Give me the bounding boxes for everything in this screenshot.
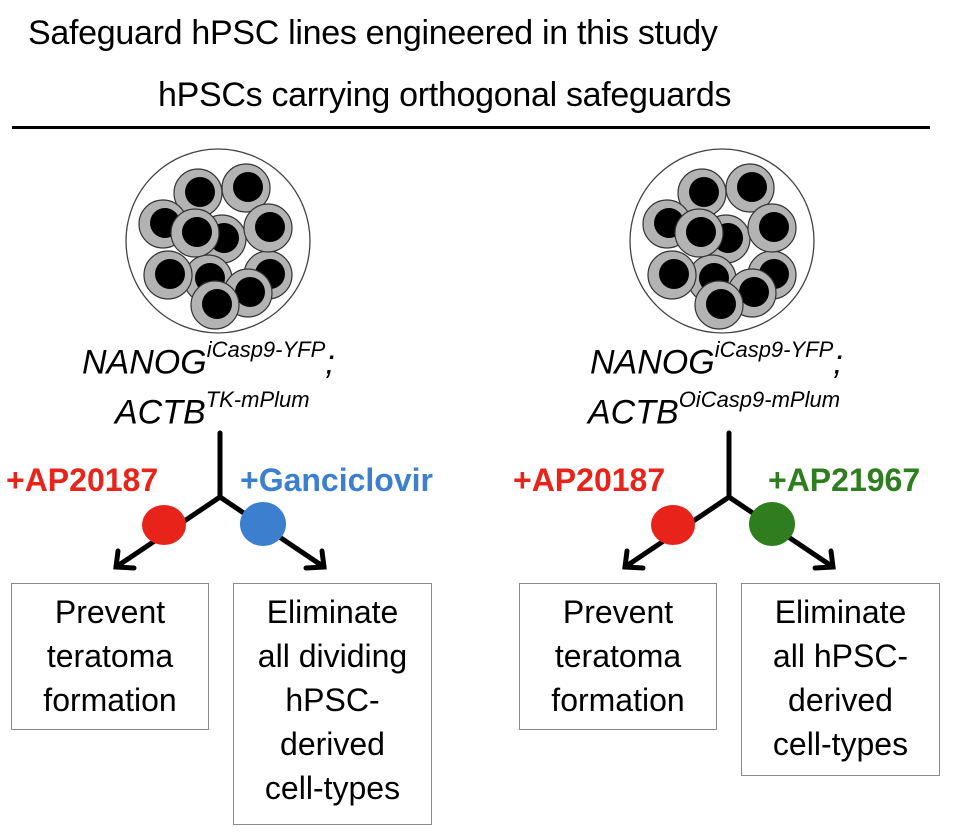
arrowhead-right bbox=[812, 548, 836, 571]
cell-nucleus bbox=[686, 217, 716, 247]
outcome-box-prevent-teratoma-right: Prevent teratoma formation bbox=[519, 583, 717, 730]
arrowhead-left bbox=[622, 548, 646, 571]
genotype-line2-actb: ACTBOiCasp9-mPlum bbox=[588, 387, 841, 432]
cell-colony-icon-left bbox=[125, 148, 311, 334]
outcome-text-line: Eliminate bbox=[774, 594, 907, 630]
arrowhead-left bbox=[113, 548, 137, 571]
branch-arrows-left bbox=[113, 430, 327, 571]
header-divider bbox=[12, 126, 930, 129]
outcome-text-line: Eliminate bbox=[266, 594, 399, 630]
cell-nucleus bbox=[202, 289, 232, 319]
cell-colony-icon-right bbox=[629, 148, 815, 334]
outcome-box-prevent-teratoma-left: Prevent teratoma formation bbox=[11, 583, 209, 730]
outcome-text-line: cell-types bbox=[772, 726, 909, 762]
outcome-text-line: hPSC- bbox=[285, 682, 380, 718]
outcome-text-line: all hPSC- bbox=[772, 638, 909, 674]
genotype-line2-nanog: NANOGiCasp9-YFP; bbox=[590, 337, 843, 382]
cell-nucleus bbox=[737, 172, 767, 202]
cell-nucleus bbox=[659, 259, 689, 289]
drug-label-ap20187-right: +AP20187 bbox=[513, 462, 666, 498]
outcome-text-line: teratoma bbox=[554, 638, 682, 674]
genotype-line1-nanog: NANOGiCasp9-YFP; bbox=[82, 337, 335, 382]
cell-nucleus bbox=[759, 212, 789, 242]
cell-nucleus bbox=[233, 172, 263, 202]
cell-nucleus bbox=[182, 217, 212, 247]
cell-nucleus bbox=[155, 259, 185, 289]
cell-nucleus bbox=[706, 289, 736, 319]
outcome-text-line: Prevent bbox=[54, 594, 166, 630]
outcome-box-eliminate-dividing: Eliminate all dividing hPSC- derived cel… bbox=[233, 583, 432, 825]
outcome-text-line: derived bbox=[788, 682, 893, 718]
arrowhead-right bbox=[303, 548, 327, 571]
drug-dot-left bbox=[651, 505, 695, 545]
cell-nucleus bbox=[739, 277, 769, 307]
outcome-text-line: cell-types bbox=[264, 770, 401, 806]
outcome-box-eliminate-all: Eliminate all hPSC- derived cell-types bbox=[741, 583, 940, 776]
branch-arrows-right bbox=[622, 430, 836, 571]
figure-subtitle: hPSCs carrying orthogonal safeguards bbox=[158, 76, 732, 114]
cell-nucleus bbox=[185, 177, 215, 207]
genotype-line1-actb: ACTBTK-mPlum bbox=[115, 387, 310, 432]
cell-nucleus bbox=[235, 277, 265, 307]
cell-nucleus bbox=[255, 212, 285, 242]
drug-label-ap20187-left: +AP20187 bbox=[6, 462, 159, 498]
outcome-text-line: derived bbox=[280, 726, 385, 762]
drug-label-ap21967: +AP21967 bbox=[768, 462, 921, 498]
outcome-text-line: formation bbox=[43, 682, 177, 718]
outcome-text-line: formation bbox=[551, 682, 685, 718]
drug-dot-right bbox=[240, 502, 286, 546]
drug-dot-right bbox=[749, 502, 795, 546]
drug-label-ganciclovir: +Ganciclovir bbox=[240, 462, 433, 498]
outcome-text-line: teratoma bbox=[46, 638, 174, 674]
drug-dot-left bbox=[142, 505, 186, 545]
figure-title: Safeguard hPSC lines engineered in this … bbox=[28, 14, 718, 52]
outcome-text-line: Prevent bbox=[562, 594, 674, 630]
cell-nucleus bbox=[689, 177, 719, 207]
outcome-text-line: all dividing bbox=[257, 638, 408, 674]
